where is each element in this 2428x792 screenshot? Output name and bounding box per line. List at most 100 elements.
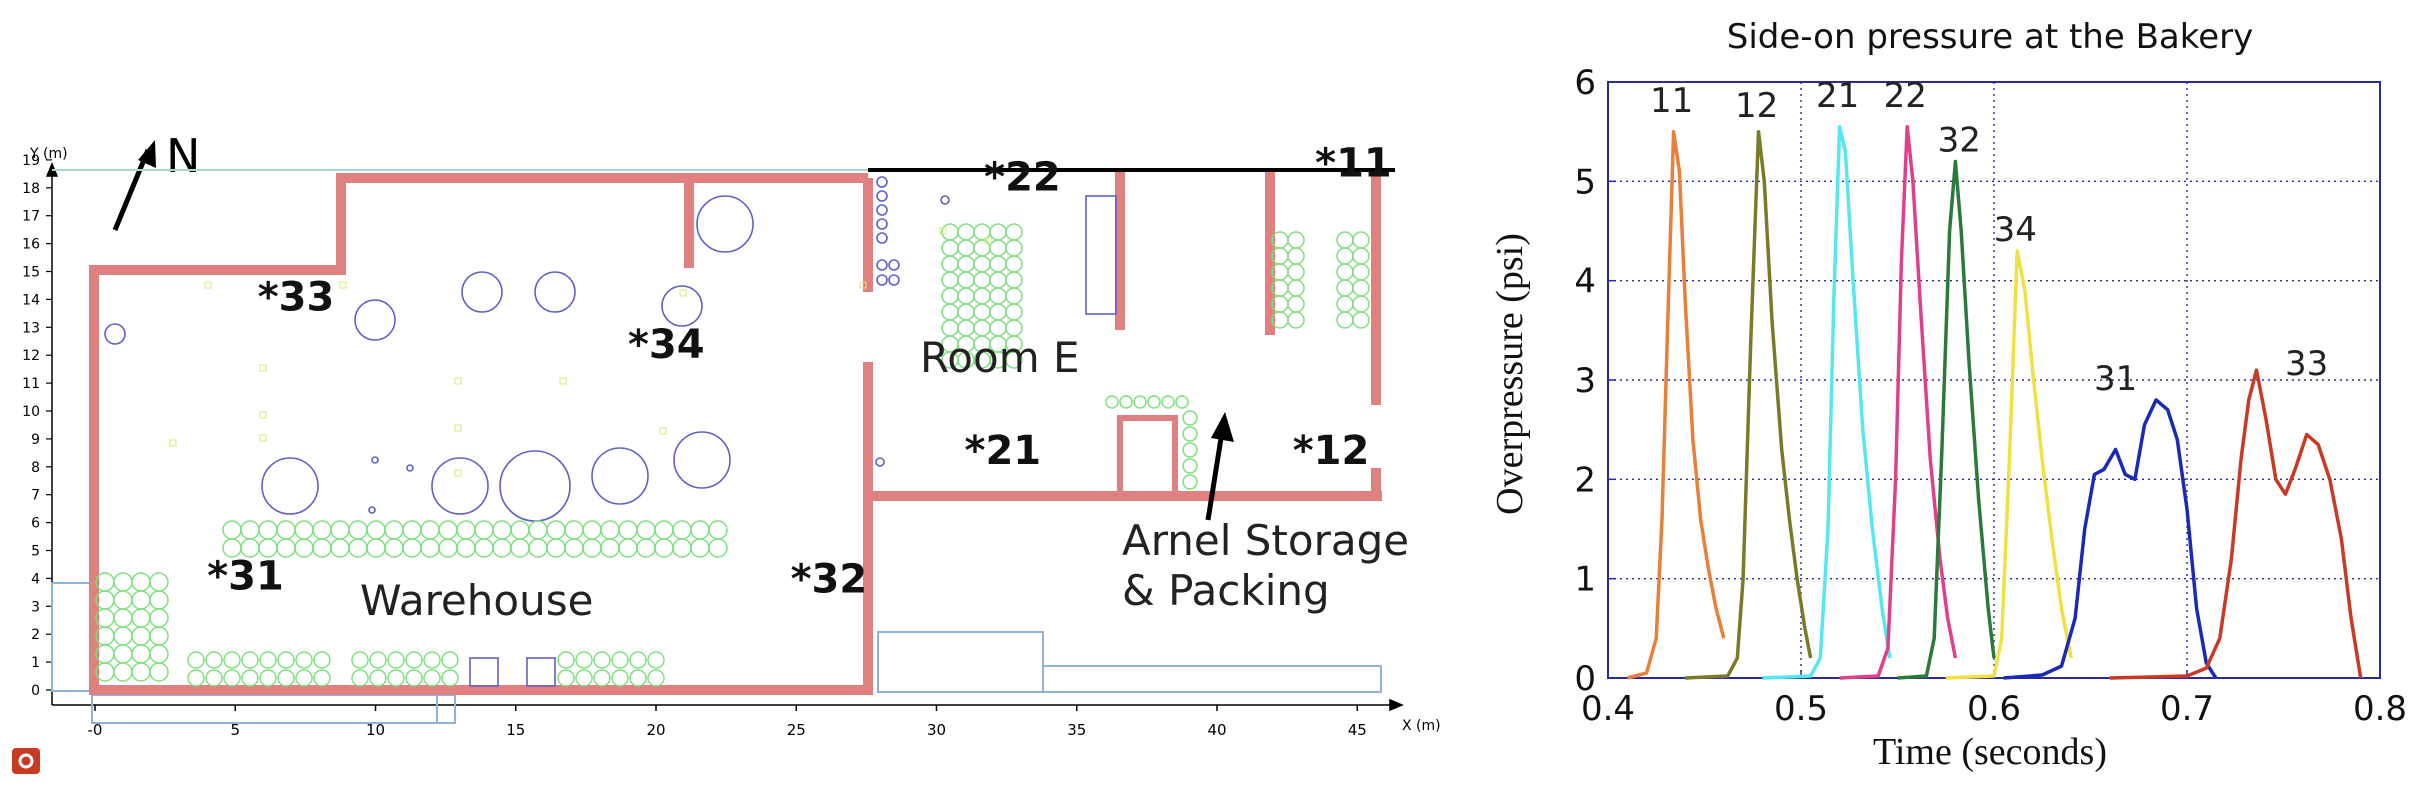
y-tick-label: 11 — [22, 376, 40, 392]
tank — [696, 195, 754, 253]
series-label-21: 21 — [1816, 76, 1859, 116]
equipment-unit — [941, 271, 959, 289]
equipment-unit — [149, 644, 169, 664]
x-tick-label: 5 — [230, 721, 240, 739]
app-logo-badge — [12, 748, 40, 774]
equipment-unit — [647, 651, 665, 669]
y-tick-label: 3 — [31, 599, 40, 615]
arnel-pointer-head — [1211, 412, 1234, 442]
gauge-label-12: *12 — [1293, 428, 1370, 474]
equipment-unit — [351, 651, 369, 669]
equipment-unit — [1287, 231, 1305, 249]
small-tank — [876, 204, 888, 216]
y-tick-label: 14 — [22, 292, 40, 308]
equipment-unit — [989, 303, 1007, 321]
equipment-unit — [1005, 303, 1023, 321]
y-tick-label: 17 — [22, 209, 40, 225]
equipment-unit — [187, 669, 205, 687]
x-tick-label: 0.8 — [2353, 689, 2407, 729]
chart-series — [1626, 124, 2363, 680]
equipment-unit — [672, 520, 692, 540]
equipment-unit — [1336, 295, 1354, 313]
equipment-unit — [1147, 395, 1161, 409]
tank-rack — [1085, 195, 1117, 315]
equipment-unit — [113, 590, 133, 610]
equipment-unit — [654, 520, 674, 540]
equipment-unit — [1352, 231, 1370, 249]
equipment-unit — [1005, 255, 1023, 273]
y-tick-label: 12 — [22, 348, 40, 364]
equipment-unit — [1352, 311, 1370, 329]
arnel-pointer-shaft — [1205, 431, 1225, 521]
equipment-unit — [1161, 395, 1175, 409]
equipment-unit — [941, 287, 959, 305]
equipment-unit — [492, 538, 512, 558]
x-tick-label: 25 — [787, 721, 806, 739]
equipment-unit — [402, 520, 422, 540]
y-tick-label: 6 — [31, 516, 40, 532]
equipment-unit — [582, 520, 602, 540]
sensor-marker — [259, 411, 267, 419]
site-outlines — [51, 169, 1395, 724]
equipment-unit — [941, 303, 959, 321]
equipment-unit — [420, 538, 440, 558]
y-tick-label: 13 — [22, 320, 40, 336]
sensor-marker — [204, 281, 212, 289]
equipment-unit — [456, 538, 476, 558]
room-label-arnel-line2: & Packing — [1122, 566, 1330, 615]
warehouse-outer-wall — [89, 173, 873, 695]
equipment-unit — [474, 520, 494, 540]
x-tick-label: 20 — [646, 721, 665, 739]
equipment-unit — [1352, 263, 1370, 281]
y-tick-label: 7 — [31, 488, 40, 504]
equipment-unit — [441, 669, 459, 687]
equipment-unit — [618, 538, 638, 558]
equipment-unit — [1005, 287, 1023, 305]
y-tick-label: 16 — [22, 237, 40, 253]
small-tank — [876, 259, 888, 271]
equipment-unit — [131, 662, 151, 682]
outline-bottom-box — [91, 694, 438, 724]
equipment-unit — [989, 271, 1007, 289]
equipment-unit — [474, 538, 494, 558]
sensor-marker — [679, 289, 687, 297]
equipment-unit — [222, 520, 242, 540]
x-tick-label: 0.6 — [1967, 689, 2021, 729]
y-tick-label: 15 — [22, 265, 40, 281]
equipment-unit — [387, 651, 405, 669]
building-walls — [89, 172, 1382, 695]
y-tick-label: 9 — [31, 432, 40, 448]
x-tick-label: 10 — [366, 721, 385, 739]
equipment-unit — [593, 651, 611, 669]
tank — [461, 271, 503, 313]
equipment-unit — [1336, 311, 1354, 329]
small-tank — [876, 190, 888, 202]
small-tank — [406, 464, 414, 472]
series-line-34 — [1945, 249, 2073, 680]
equipment-unit — [131, 572, 151, 592]
equipment-unit — [957, 223, 975, 241]
room-label-warehouse: Warehouse — [360, 576, 593, 625]
equipment-unit — [528, 538, 548, 558]
equipment-unit — [989, 255, 1007, 273]
equipment-unit — [295, 669, 313, 687]
equipment-unit — [957, 271, 975, 289]
equipment-unit — [708, 538, 728, 558]
equipment-unit — [384, 538, 404, 558]
tank — [661, 285, 703, 327]
equipment-unit — [957, 255, 975, 273]
equipment-unit — [420, 520, 440, 540]
equipment-unit — [369, 669, 387, 687]
outline-left-box — [51, 582, 93, 692]
equipment-unit — [149, 662, 169, 682]
equipment-unit — [1105, 395, 1119, 409]
gauge-label-34: *34 — [628, 322, 705, 368]
y-tick-label: 18 — [22, 181, 40, 197]
equipment-unit — [973, 255, 991, 273]
equipment-unit — [1352, 247, 1370, 265]
sensor-marker — [659, 427, 667, 435]
series-label-33: 33 — [2285, 344, 2328, 384]
y-tick-label: 2 — [31, 627, 40, 643]
equipment-unit — [187, 651, 205, 669]
